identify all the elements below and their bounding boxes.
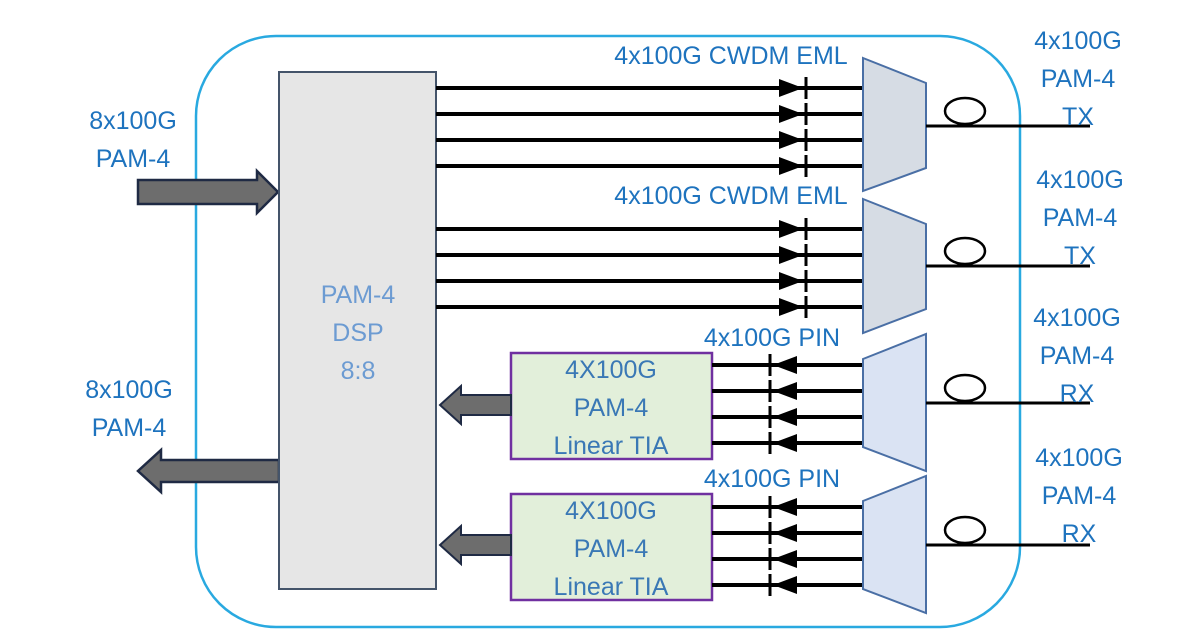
dsp-label-line1: PAM-4 [321,281,396,309]
tx-group-label: 4x100G CWDM EML [614,42,847,70]
tx-group: 4x100G CWDM EML 4x100G PAM-4 TX [436,166,1124,335]
tx-output-label-line1: 4x100G [1034,27,1122,55]
eml-laser-icon [777,75,808,101]
pin-photodiode-icon [768,546,799,572]
tx-output-label-line3: TX [1062,103,1094,131]
eml-laser-icon [777,294,808,320]
tx-output-label-line3: TX [1064,242,1096,270]
eml-laser-icon [777,268,808,294]
input-arrow [136,167,280,217]
tx-output-label-line2: PAM-4 [1043,204,1118,232]
eml-laser-icon [777,101,808,127]
pin-photodiode-icon [768,352,799,378]
input-label-line1: 8x100G [89,107,177,135]
tx-group: 4x100G CWDM EML 4x100G PAM-4 TX [436,27,1122,193]
fiber-loop-icon [943,96,987,126]
pin-photodiode-icon [768,494,799,520]
tia-arrow [438,383,512,427]
demux [862,474,927,615]
mux [862,56,927,193]
tx-output-label-line1: 4x100G [1036,166,1124,194]
input-label-line2: PAM-4 [96,145,171,173]
tia-label-line2: PAM-4 [574,394,649,422]
eml-laser-icon [777,153,808,179]
fiber-loop-icon [943,515,987,545]
tia-block [509,351,714,461]
pin-photodiode-icon [768,430,799,456]
fiber-loop-icon [943,236,987,266]
dsp-label-line3: 8:8 [341,357,376,385]
output-arrow [136,447,281,495]
rx-output-label-line2: PAM-4 [1040,342,1115,370]
tia-label-line3: Linear TIA [554,573,669,601]
eml-laser-icon [777,127,808,153]
tia-label-line1: 4X100G [565,356,657,384]
tia-label-line2: PAM-4 [574,535,649,563]
pin-photodiode-icon [768,404,799,430]
rx-output-label-line1: 4x100G [1035,444,1123,472]
module-outline [194,34,1022,629]
rx-group: 4X100G PAM-4 Linear TIA 4x100G PIN 4x100… [438,444,1123,615]
pin-photodiode-icon [768,520,799,546]
tia-label-line1: 4X100G [565,497,657,525]
tx-group-label: 4x100G CWDM EML [614,182,847,210]
fiber-loop-icon [943,373,987,403]
tx-output-label-line2: PAM-4 [1041,65,1116,93]
rx-output-label-line2: PAM-4 [1042,482,1117,510]
demux [862,332,927,473]
pin-photodiode-icon [768,572,799,598]
mux [862,197,927,335]
dsp-block [278,71,437,590]
dsp-label-line2: DSP [332,319,383,347]
tia-arrow [438,523,512,567]
output-label-line2: PAM-4 [92,414,167,442]
rx-group-label: 4x100G PIN [704,324,840,352]
rx-output-label-line1: 4x100G [1033,304,1121,332]
tia-label-line3: Linear TIA [554,432,669,460]
eml-laser-icon [777,216,808,242]
pin-photodiode-icon [768,378,799,404]
eml-laser-icon [777,242,808,268]
rx-output-label-line3: RX [1060,380,1095,408]
rx-group: 4X100G PAM-4 Linear TIA 4x100G PIN 4x100… [438,304,1121,473]
output-label-line1: 8x100G [85,376,173,404]
rx-output-label-line3: RX [1062,520,1097,548]
rx-group-label: 4x100G PIN [704,465,840,493]
